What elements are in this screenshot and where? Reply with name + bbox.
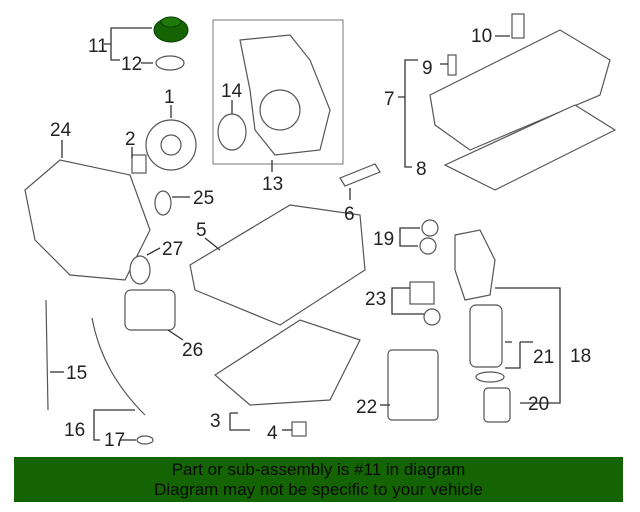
callout-3[interactable]: 3: [210, 411, 221, 432]
part-4-plug[interactable]: [291, 421, 307, 437]
callout-25[interactable]: 25: [193, 188, 214, 209]
callout-7[interactable]: 7: [384, 89, 395, 110]
part-17-seal[interactable]: [136, 435, 154, 445]
part-8-gasket[interactable]: [443, 104, 617, 191]
part-21-filter-element[interactable]: [469, 304, 503, 368]
part-5-oil-pan-upper[interactable]: [189, 204, 366, 326]
part-25-gasket[interactable]: [154, 190, 172, 216]
part-10-sensor[interactable]: [511, 13, 525, 39]
part-20-filter-cap[interactable]: [483, 387, 511, 423]
callout-5[interactable]: 5: [196, 220, 207, 241]
info-banner: Part or sub-assembly is #11 in diagram D…: [14, 457, 623, 502]
part-22-oil-cooler[interactable]: [387, 349, 439, 421]
part-3-oil-pan-lower[interactable]: [213, 319, 361, 406]
part-14-seal[interactable]: [217, 113, 247, 151]
callout-9[interactable]: 9: [422, 58, 433, 79]
callout-15[interactable]: 15: [66, 363, 87, 384]
callout-13[interactable]: 13: [262, 174, 283, 195]
part-27-gasket[interactable]: [129, 255, 151, 285]
callout-26[interactable]: 26: [182, 340, 203, 361]
callout-10[interactable]: 10: [471, 26, 492, 47]
callout-14[interactable]: 14: [221, 81, 243, 102]
part-15-dipstick[interactable]: [45, 299, 49, 411]
leader-lines-11-12: [104, 27, 153, 64]
callout-21[interactable]: 21: [533, 347, 554, 368]
part-16-dipstick-tube[interactable]: [91, 317, 146, 416]
callout-1[interactable]: 1: [164, 87, 175, 108]
part-13-box: [212, 19, 344, 165]
callout-12[interactable]: 12: [121, 54, 142, 75]
part-12-seal[interactable]: [155, 55, 185, 71]
banner-line-2: Diagram may not be specific to your vehi…: [154, 480, 483, 499]
callout-27[interactable]: 27: [162, 239, 183, 260]
part-9-bolt[interactable]: [447, 54, 457, 76]
part-6-gasket[interactable]: [339, 163, 381, 187]
callout-11[interactable]: 11: [88, 36, 108, 57]
callout-18[interactable]: 18: [570, 346, 591, 367]
callout-8[interactable]: 8: [416, 159, 427, 180]
part-26-throttle-body[interactable]: [124, 289, 176, 331]
callout-6[interactable]: 6: [344, 204, 355, 225]
part-2-bolt[interactable]: [131, 154, 147, 174]
callout-22[interactable]: 22: [356, 397, 377, 418]
part-18-filter-housing[interactable]: [454, 229, 496, 301]
callout-23[interactable]: 23: [365, 289, 386, 310]
callout-20[interactable]: 20: [528, 394, 549, 415]
part-24-intake-manifold[interactable]: [24, 159, 151, 281]
callout-4[interactable]: 4: [267, 423, 278, 444]
callout-19[interactable]: 19: [373, 229, 394, 250]
part-23-gasket[interactable]: [409, 281, 435, 305]
banner-line-1: Part or sub-assembly is #11 in diagram: [171, 460, 466, 479]
callout-24[interactable]: 24: [50, 120, 72, 141]
part-11-oil-filler-cap[interactable]: [153, 16, 189, 43]
callout-2[interactable]: 2: [125, 129, 136, 150]
part-7-valve-cover[interactable]: [429, 29, 611, 151]
callout-17[interactable]: 17: [104, 430, 125, 451]
part-19-seals[interactable]: [421, 219, 439, 237]
callout-16[interactable]: 16: [64, 420, 85, 441]
